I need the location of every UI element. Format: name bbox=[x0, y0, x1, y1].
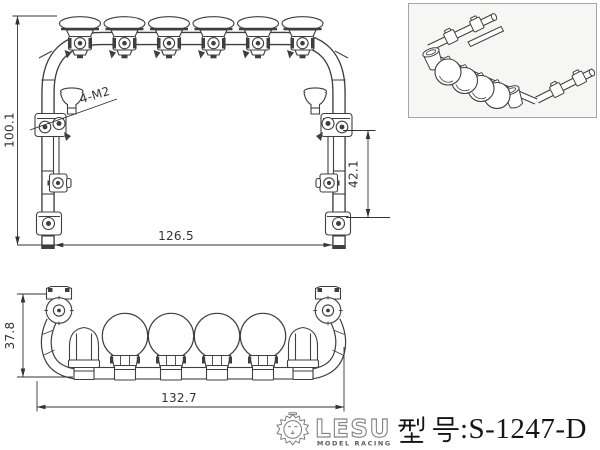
lion-head-icon bbox=[276, 412, 310, 446]
model-number: :S-1247-D bbox=[398, 409, 600, 450]
isometric-view bbox=[421, 13, 596, 111]
isometric-view-panel bbox=[408, 3, 597, 118]
dim-front-width: 126.5 bbox=[17, 229, 333, 248]
dim-top-width: 132.7 bbox=[36, 347, 345, 412]
dim-label-top-width: 132.7 bbox=[161, 391, 197, 405]
dim-bracket-spacing: 42.1 bbox=[343, 130, 390, 218]
dim-label-bracket-spacing: 42.1 bbox=[347, 160, 361, 188]
brand-wordmark: LESU MODEL RACING bbox=[315, 413, 392, 448]
dim-front-height: 100.1 bbox=[3, 15, 57, 246]
dim-label-front-width: 126.5 bbox=[158, 229, 194, 243]
model-code-text: :S-1247-D bbox=[460, 413, 587, 445]
brand-tagline-text: MODEL RACING bbox=[317, 440, 392, 448]
model-label-cjk bbox=[398, 415, 459, 443]
top-view-bar bbox=[74, 366, 314, 380]
dim-top-height: 37.8 bbox=[3, 293, 73, 378]
top-view: 37.8 132.7 bbox=[3, 287, 345, 412]
dim-label-front-height: 100.1 bbox=[3, 112, 17, 148]
front-view: 100.1 126.5 42.1 4-M2 bbox=[3, 15, 390, 250]
brand-logo: LESU MODEL RACING bbox=[276, 411, 398, 450]
dim-label-top-height: 37.8 bbox=[3, 322, 17, 350]
front-light-caps bbox=[58, 15, 325, 32]
roll-bar-tube bbox=[38, 31, 349, 249]
brand-name-text: LESU bbox=[315, 414, 391, 443]
